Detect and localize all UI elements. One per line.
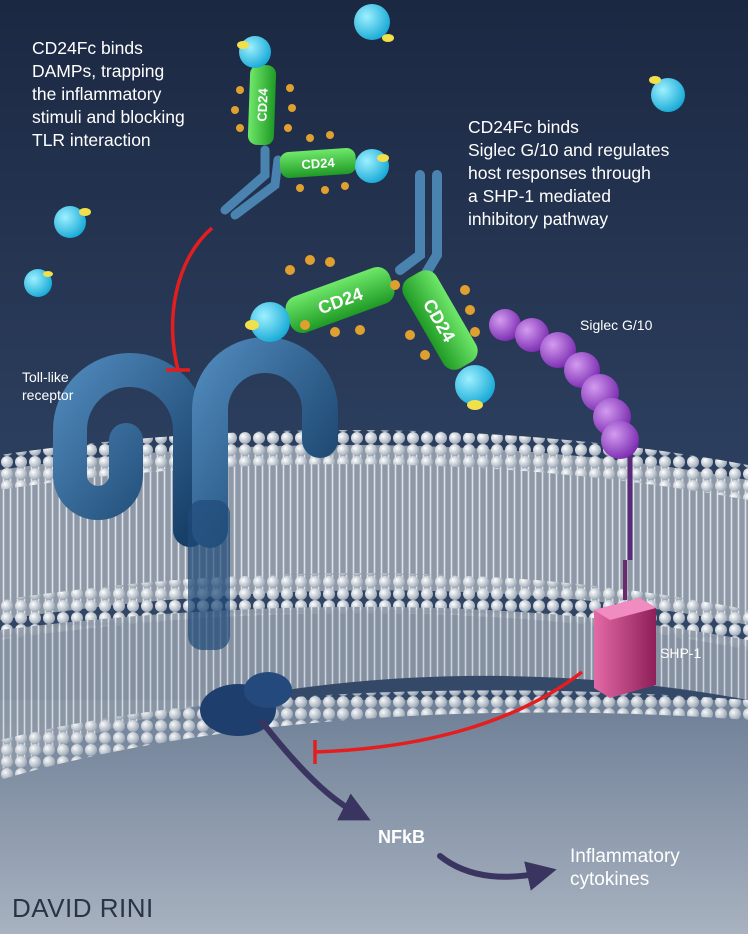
cd24-domain: CD24 bbox=[247, 64, 277, 146]
cd24-domain: CD24 bbox=[285, 266, 395, 334]
inhibition-lines bbox=[166, 226, 584, 764]
glycan-sprigs bbox=[231, 84, 480, 360]
siglec-callout-line: inhibitory pathway bbox=[468, 209, 609, 229]
siglec-callout-line: Siglec G/10 and regulates bbox=[468, 140, 670, 160]
nfkb-label: NFkB bbox=[378, 827, 425, 847]
siglec-callout-line: host responses through bbox=[468, 163, 651, 183]
damp-particles bbox=[24, 4, 685, 410]
damps-callout-line: stimuli and blocking bbox=[32, 107, 185, 127]
siglec-callout-line: a SHP-1 mediated bbox=[468, 186, 611, 206]
toll-label-line: Toll-like bbox=[22, 369, 69, 385]
svg-text:CD24: CD24 bbox=[254, 87, 270, 122]
shp-1-label: SHP-1 bbox=[660, 645, 702, 661]
cytokines-label-line: Inflammatory bbox=[570, 846, 680, 867]
cd24-domain: CD24 bbox=[279, 147, 357, 179]
damps-callout-line: DAMPs, trapping bbox=[32, 61, 165, 81]
toll-label-line: receptor bbox=[22, 387, 74, 403]
svg-text:CD24: CD24 bbox=[301, 155, 336, 172]
shp-1-protein bbox=[594, 560, 656, 698]
siglec-callout: CD24Fc binds Siglec G/10 and regulates h… bbox=[468, 116, 669, 231]
cytokines-label-line: cytokines bbox=[570, 869, 650, 890]
damps-callout-line: the inflammatory bbox=[32, 84, 162, 104]
siglec-label: Siglec G/10 bbox=[580, 317, 653, 333]
siglec-callout-line: CD24Fc binds bbox=[468, 117, 579, 137]
damps-callout-line: TLR interaction bbox=[32, 130, 151, 150]
siglec-g10 bbox=[489, 309, 639, 560]
pathway-arrows bbox=[259, 719, 557, 891]
fc-fragment-upper bbox=[220, 145, 283, 220]
cd24-domain: CD24 bbox=[402, 270, 478, 370]
artist-credit: DAVID RINI bbox=[12, 893, 154, 923]
toll-like-receptor bbox=[53, 337, 338, 736]
damps-callout-line: CD24Fc binds bbox=[32, 38, 143, 58]
cytokines-label: Inflammatory cytokines bbox=[570, 845, 680, 891]
toll-like-receptor-label: Toll-like receptor bbox=[22, 368, 73, 404]
fc-fragment-lower bbox=[395, 170, 442, 280]
damps-callout: CD24Fc binds DAMPs, trapping the inflamm… bbox=[32, 37, 185, 152]
